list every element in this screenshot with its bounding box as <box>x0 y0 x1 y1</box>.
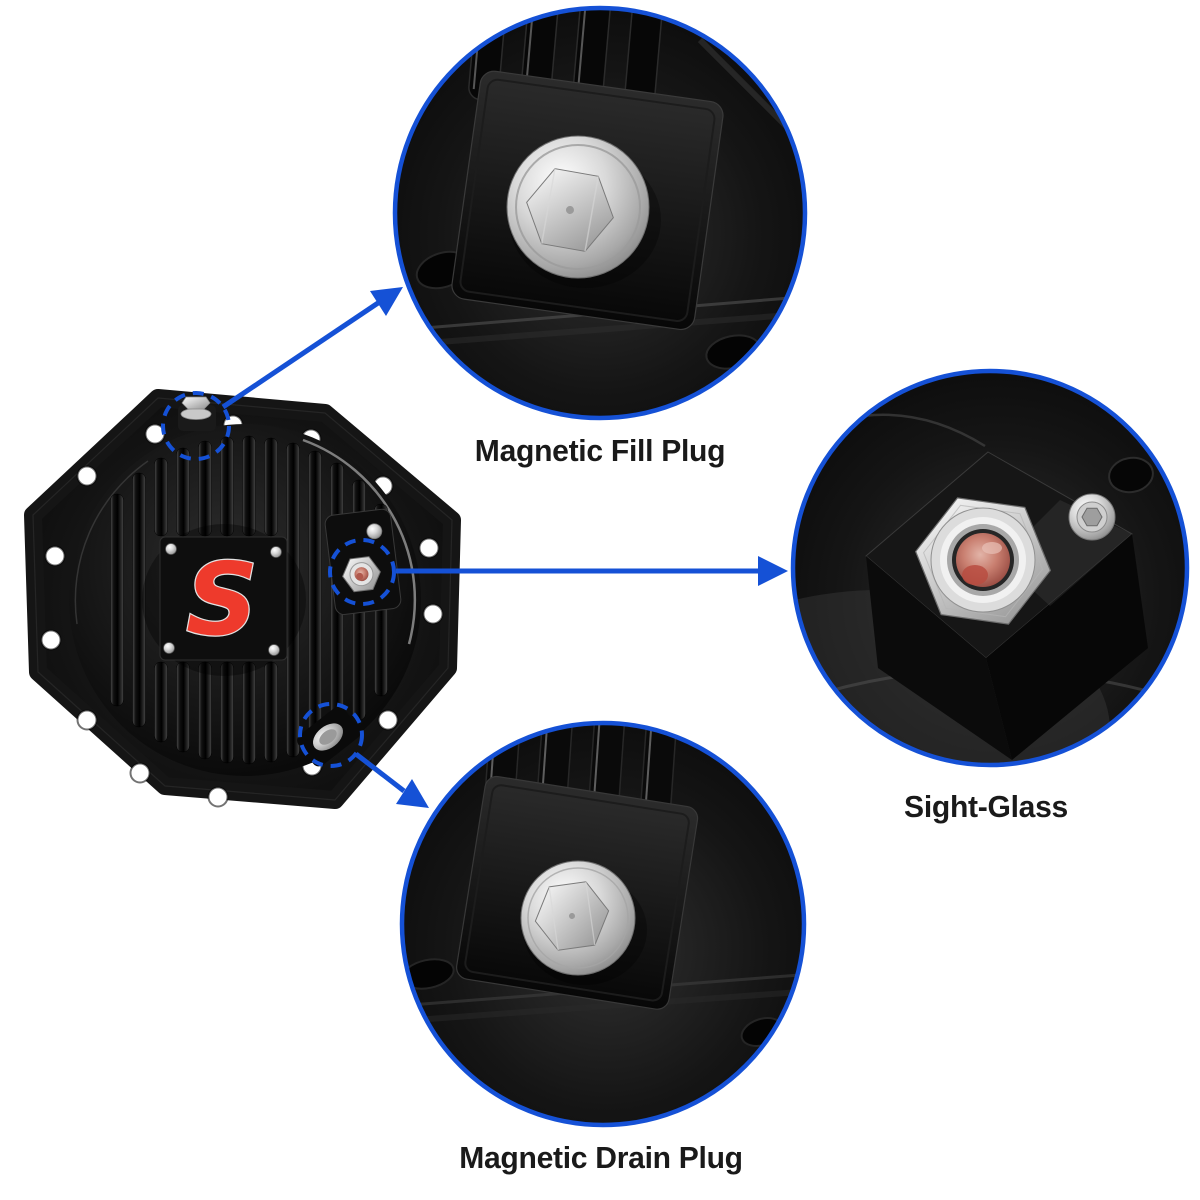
fill-plug-hex-head <box>526 168 614 252</box>
product-fill-plug <box>178 396 216 431</box>
callout-circle-fill-plug <box>392 5 808 421</box>
drain-plug-hex-head <box>534 881 610 951</box>
sight-glass-arrow-icon <box>396 556 788 586</box>
fill-plug-arrow-icon <box>221 287 403 410</box>
differential-cover-product: S <box>24 389 461 809</box>
sight-boss-screw <box>1068 493 1116 541</box>
product-sight-glass <box>324 508 402 615</box>
drain-plug-callout-ring <box>399 720 807 1128</box>
callout-circle-sight-glass <box>790 368 1190 768</box>
fill-plug-callout-ring <box>392 5 808 421</box>
label-sight-glass: Sight-Glass <box>904 789 1068 824</box>
label-drain-plug: Magnetic Drain Plug <box>459 1140 743 1175</box>
sight-glass-callout-ring <box>790 368 1190 768</box>
fill-plug-dashed-circle-icon <box>161 391 231 461</box>
feature-markers <box>161 391 396 768</box>
callout-circle-drain-plug <box>399 720 807 1128</box>
plate-screws <box>163 543 282 656</box>
drain-plug-dashed-circle-icon <box>298 702 364 768</box>
drain-plug-arrow-icon <box>354 752 429 808</box>
brand-logo-letter: S <box>186 541 258 658</box>
logo-plate: S <box>142 524 306 676</box>
label-fill-plug: Magnetic Fill Plug <box>474 433 726 468</box>
sight-glass-dashed-circle-icon <box>328 538 396 606</box>
product-drain-plug <box>297 706 361 767</box>
callout-arrows <box>221 287 788 808</box>
